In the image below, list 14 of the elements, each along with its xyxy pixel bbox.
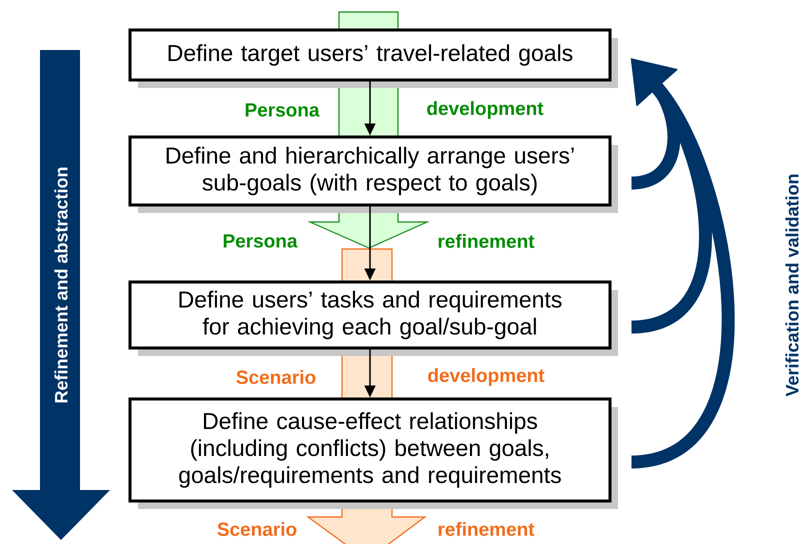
process-box: Define target users’ travel-related goals — [128, 28, 618, 88]
side-label: Refinement and abstraction — [54, 168, 68, 402]
stage-label: Persona — [224, 234, 298, 248]
process-box: Define and hierarchically arrange users’ sub-goals (with respect to goals) — [128, 136, 618, 213]
stage-label: development — [427, 101, 544, 119]
stage-label: Persona — [246, 103, 320, 117]
process-box: Define users’ tasks and requirements for achieving each goal/sub-goal — [128, 280, 618, 356]
stage-label: refinement — [438, 234, 534, 248]
stage-label: Scenario — [217, 522, 296, 536]
stage-label: Scenario — [236, 370, 316, 384]
stage-label: refinement — [438, 522, 534, 536]
process-box: Define cause-effect relationships (including conflicts) between goals, goals/requirements and requirements — [128, 398, 618, 509]
side-label: Verification and validation — [785, 174, 799, 396]
stage-label: development — [428, 368, 544, 386]
